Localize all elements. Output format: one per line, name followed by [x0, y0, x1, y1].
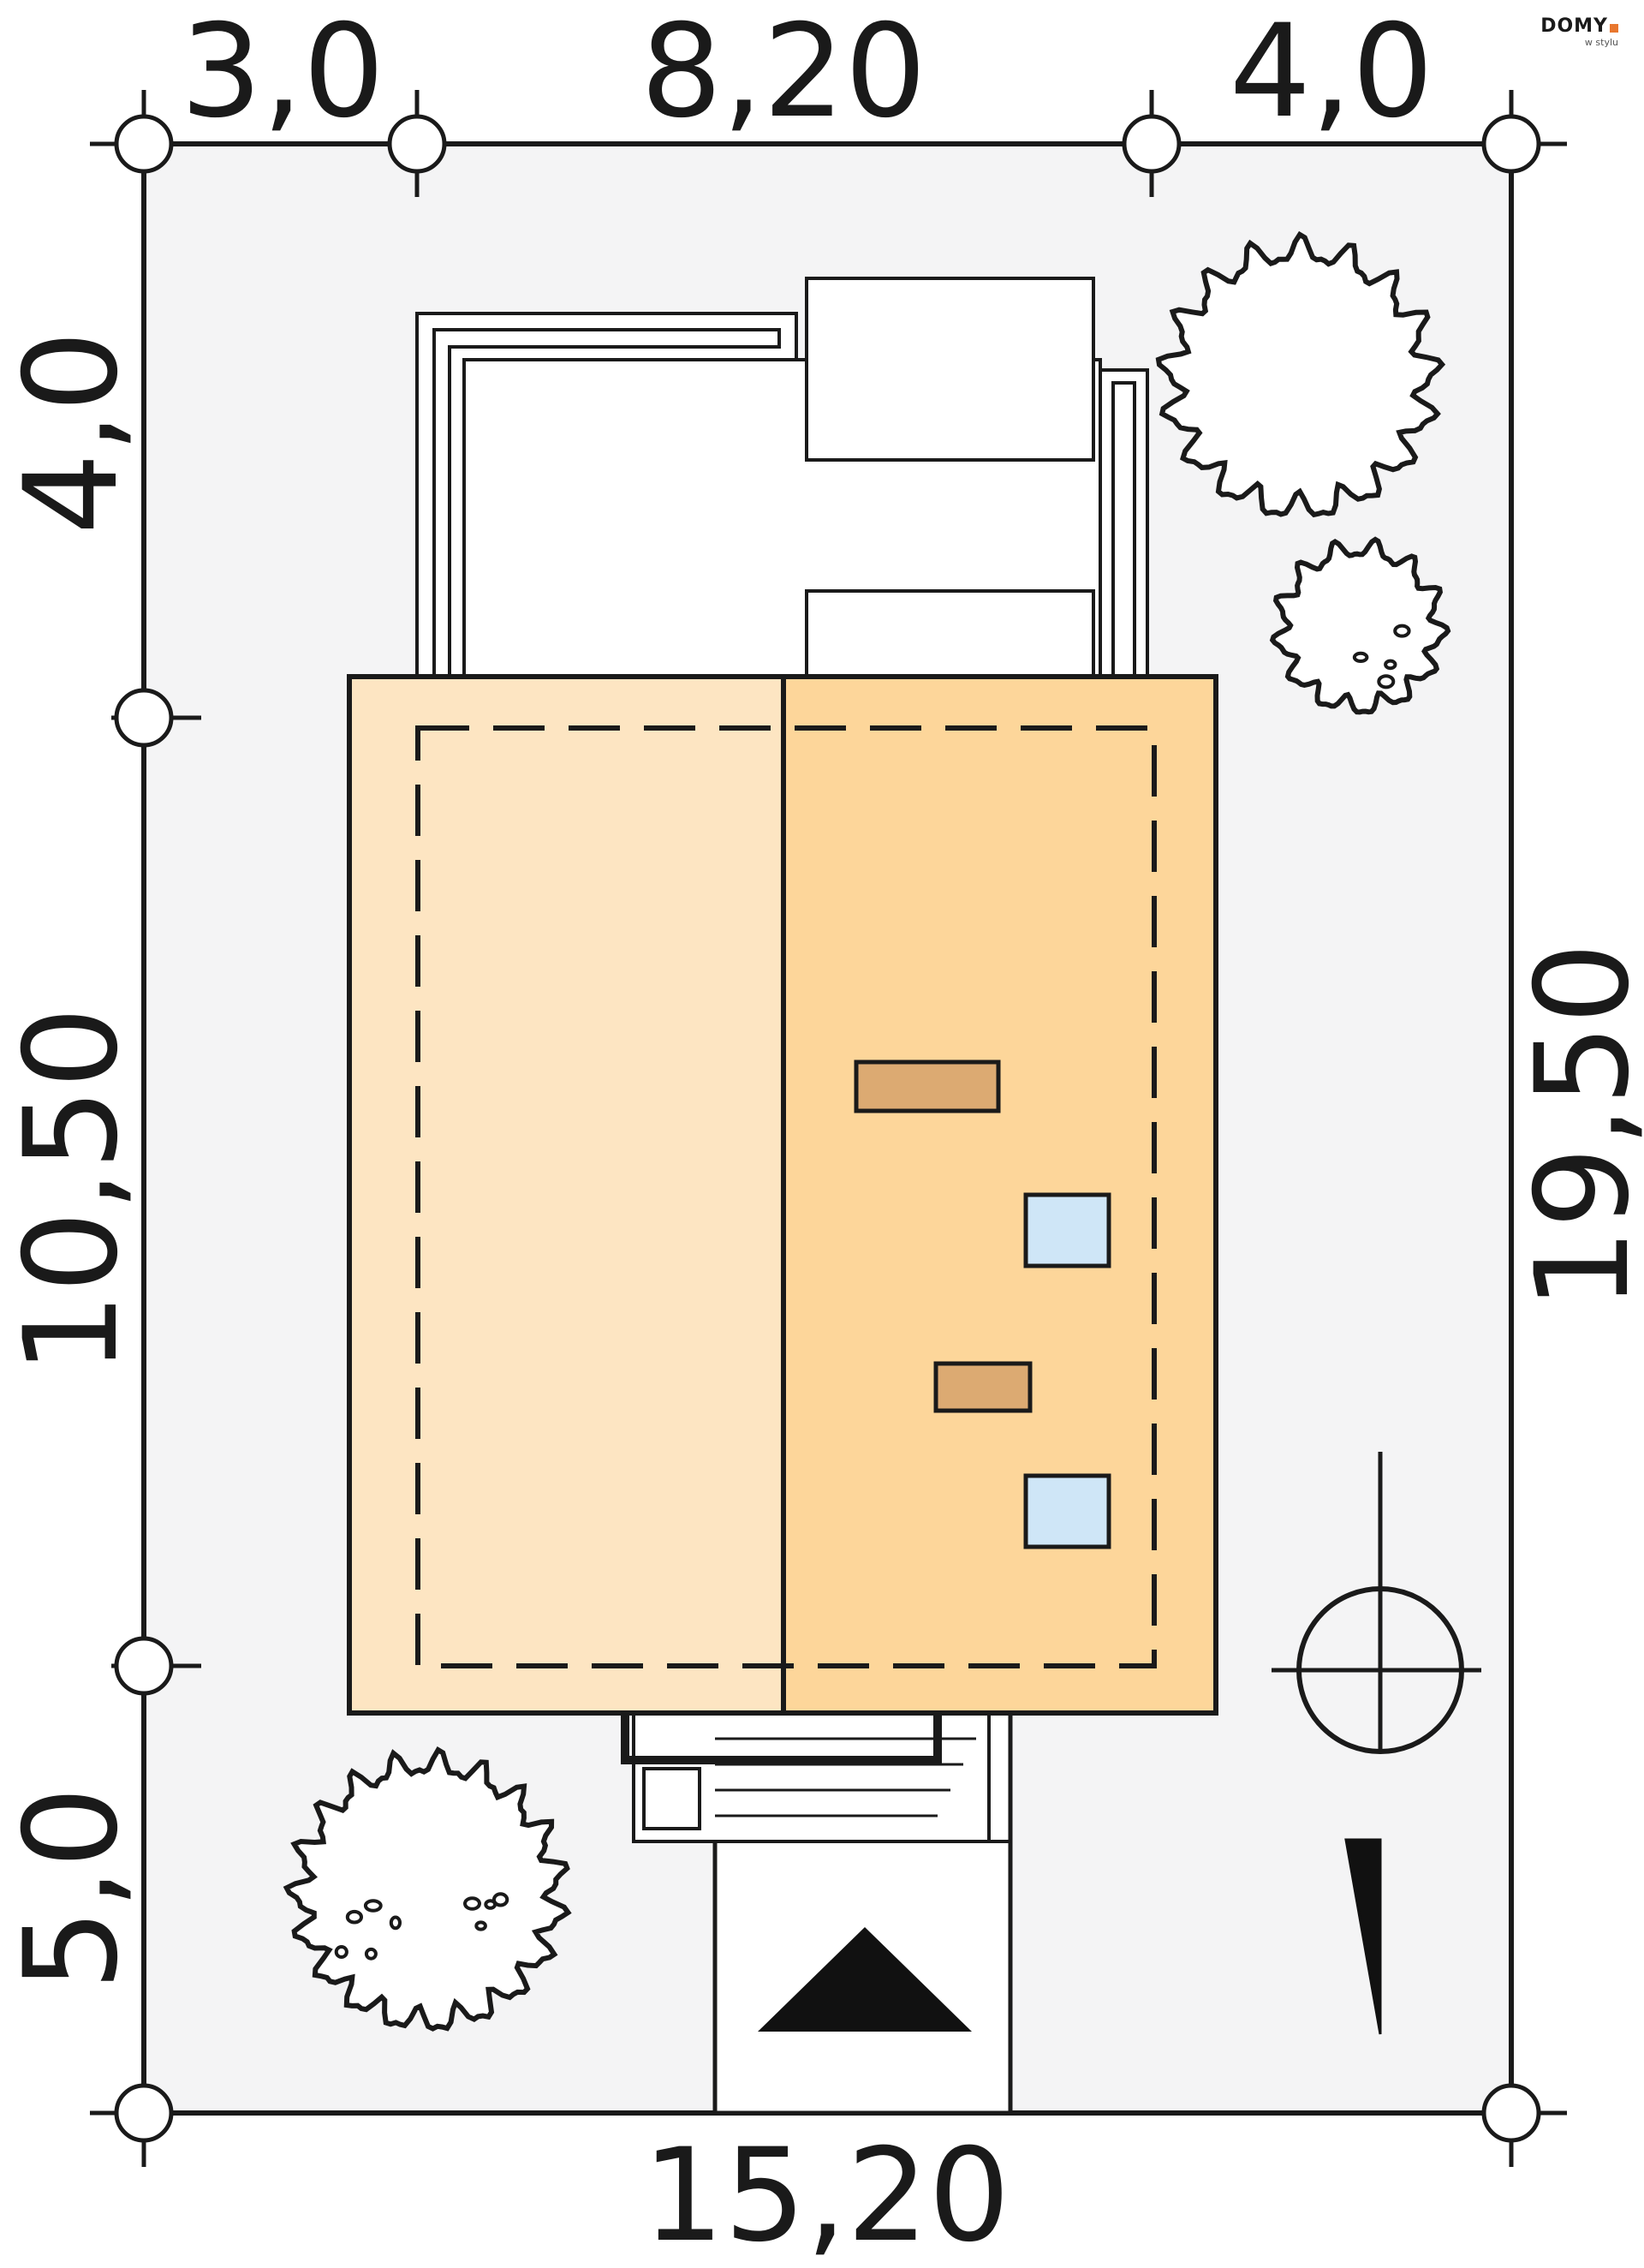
dimension-node [114, 688, 174, 748]
tree-texture [1377, 674, 1396, 689]
dimension-top-left: 3,0 [181, 0, 385, 146]
dimension-left-bottom: 5,0 [0, 1787, 146, 1991]
dimension-node [114, 114, 174, 174]
tree-texture [345, 1909, 363, 1925]
dimension-node [387, 114, 447, 174]
rear-terrace [415, 277, 1149, 678]
tree-texture [363, 1899, 383, 1913]
roof-right-slope [781, 674, 1218, 1716]
tree-texture [1393, 624, 1411, 638]
dimension-top-right: 4,0 [1230, 0, 1434, 146]
tree-texture [1352, 651, 1369, 664]
dimension-bottom: 15,20 [642, 2122, 1010, 2268]
tree-texture [491, 1892, 509, 1907]
entrance-steps [621, 1711, 991, 1843]
tree-texture [334, 1945, 348, 1959]
dimension-lines [90, 90, 1567, 2167]
tree-icon [283, 1746, 572, 2032]
north-arrow-icon [1272, 1452, 1481, 2035]
tree-texture [389, 1915, 402, 1931]
dimension-node [1481, 2083, 1541, 2143]
brand-logo-subtext: w stylu [1584, 37, 1618, 48]
dimension-node [1481, 114, 1541, 174]
tree-texture [364, 1947, 378, 1961]
dimension-left-middle: 10,50 [0, 1006, 146, 1374]
tree-texture [463, 1896, 481, 1911]
dimension-left-top: 4,0 [0, 331, 146, 535]
dimension-node [1122, 114, 1182, 174]
tree-icon [1269, 536, 1451, 715]
dimension-top-middle: 8,20 [640, 0, 926, 146]
dimension-node [114, 2083, 174, 2143]
trees [283, 230, 1451, 2032]
tree-texture [1384, 659, 1397, 671]
skylight [1023, 1473, 1111, 1549]
tree-icon [1155, 230, 1446, 518]
brand-logo-mark [1610, 23, 1618, 33]
entrance-arrow-icon [758, 1927, 972, 2032]
brand-logo: DOMY w stylu [1540, 15, 1618, 48]
brand-logo-text: DOMY [1540, 15, 1608, 37]
dimension-node [114, 1636, 174, 1696]
roof-left-slope [347, 674, 786, 1716]
chimney [854, 1059, 1001, 1113]
tree-texture [474, 1920, 487, 1931]
wall-outline [415, 725, 1157, 1668]
house-roof [347, 674, 1218, 1716]
chimney [933, 1361, 1033, 1413]
dimension-nodes [114, 114, 1541, 2143]
dimension-right: 19,50 [1509, 942, 1644, 1310]
skylight [1023, 1192, 1111, 1268]
